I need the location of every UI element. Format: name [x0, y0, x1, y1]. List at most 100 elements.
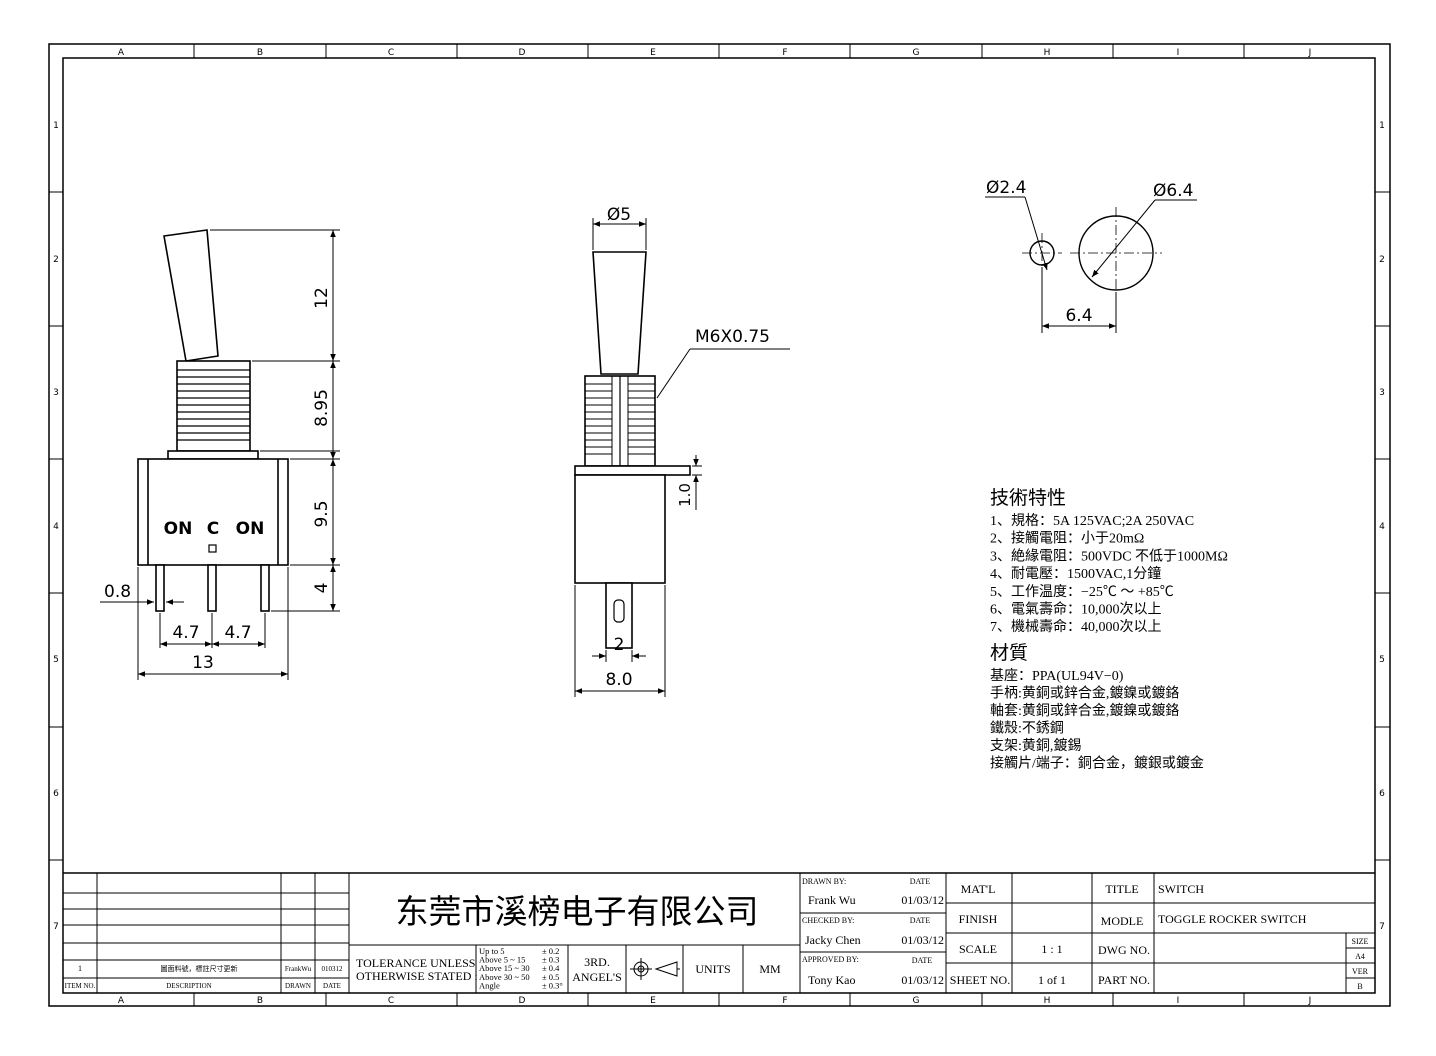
checked-by-label: CHECKED BY: — [802, 916, 854, 925]
drawn-by-label: DRAWN BY: — [802, 877, 846, 886]
specs-block: 技術特性 1、規格：5A 125VAC;2A 250VAC2、接觸電阻：小于20… — [990, 487, 1228, 772]
title-value: SWITCH — [1158, 882, 1204, 896]
material-line: 軸套:黄銅或鋅合金,鍍鎳或鍍鉻 — [990, 702, 1179, 719]
size-value: A4 — [1355, 952, 1365, 961]
dim-handle-dia: Ø5 — [607, 205, 631, 225]
company-name: 东莞市溪榜电子有限公司 — [396, 892, 759, 931]
frame-col-top-E: E — [650, 48, 656, 58]
sheet-value: 1 of 1 — [1038, 973, 1066, 987]
rev-header-drawn: DRAWN — [285, 982, 311, 990]
third-angle-projection-icon — [630, 958, 680, 980]
tolerance-value: ± 0.2 — [542, 946, 559, 956]
material-line: 基座：PPA(UL94V−0) — [990, 667, 1124, 684]
tolerance-range: Above 30 ~ 50 — [479, 972, 530, 982]
tolerance-range: Above 5 ~ 15 — [479, 955, 525, 965]
rev-header-date: DATE — [323, 982, 341, 990]
front-view — [574, 251, 691, 649]
rev-date: 010312 — [322, 965, 344, 973]
rev-header-item: ITEM NO. — [65, 982, 96, 990]
tolerance-range: Up to 5 — [479, 946, 505, 956]
approved-by: Tony Kao — [808, 973, 855, 987]
dim-flange: 1.0 — [676, 483, 694, 507]
frame-row-right-2: 2 — [1379, 255, 1385, 265]
frame-row-right-4: 4 — [1379, 522, 1385, 532]
material-line: 接觸片/端子：銅合金，鍍銀或鍍金 — [990, 755, 1204, 772]
rev-drawn: FrankWu — [285, 965, 312, 973]
side-view-markings: ON C ON — [164, 519, 265, 539]
dim-lever-12: 12 — [312, 287, 332, 309]
approved-date: 01/03/12 — [901, 973, 944, 987]
panel-cutout-labels: Ø2.4 Ø6.4 6.4 — [986, 178, 1193, 326]
spec-line: 3、絶緣電阻：500VDC 不低于1000MΩ — [990, 548, 1228, 564]
specs-heading: 技術特性 — [990, 487, 1066, 509]
frame-col-bottom-H: H — [1044, 996, 1051, 1006]
drawn-by: Frank Wu — [808, 893, 856, 907]
spec-line: 2、接觸電阻：小于20mΩ — [990, 530, 1144, 547]
side-view-dim-labels: 12 8.95 9.5 4 0.8 4.7 4.7 13 — [104, 287, 332, 673]
front-view-dimensions — [574, 218, 790, 697]
dwg-label: DWG NO. — [1098, 943, 1150, 957]
marking-on-left: ON — [164, 519, 193, 539]
frame-col-top-J: J — [1308, 48, 1312, 58]
approved-by-label: APPROVED BY: — [802, 955, 859, 964]
frame-col-top-G: G — [913, 48, 920, 58]
dim-terminal-2: 2 — [614, 635, 625, 655]
dim-total-13: 13 — [192, 653, 214, 673]
frame-col-bottom-C: C — [388, 996, 394, 1006]
scale-label: SCALE — [959, 942, 997, 956]
frame-col-bottom-D: D — [519, 996, 526, 1006]
scale-value: 1 : 1 — [1041, 942, 1062, 956]
dim-body-9-5: 9.5 — [312, 500, 332, 527]
frame-row-left-4: 4 — [53, 522, 59, 532]
spec-line: 6、電氣壽命：10,000次以上 — [990, 601, 1162, 618]
frame-row-left-6: 6 — [53, 789, 59, 799]
frame-row-left-5: 5 — [53, 655, 59, 665]
dim-thread: M6X0.75 — [695, 327, 770, 347]
finish-label: FINISH — [959, 912, 998, 926]
dim-large-hole: Ø6.4 — [1153, 181, 1193, 201]
frame-col-bottom-E: E — [650, 996, 656, 1006]
rev-description: 圖面料號，標註尺寸更新 — [161, 964, 238, 973]
part-label: PART NO. — [1098, 973, 1150, 987]
model-label: MODLE — [1101, 914, 1144, 928]
spec-line: 1、規格：5A 125VAC;2A 250VAC — [990, 513, 1194, 529]
date-label-1: DATE — [910, 877, 931, 886]
units-label: UNITS — [695, 962, 730, 976]
dim-hole-spacing: 6.4 — [1065, 306, 1092, 326]
frame-row-right-7: 7 — [1379, 922, 1385, 932]
spec-line: 7、機械壽命：40,000次以上 — [990, 618, 1162, 635]
dim-pitch-left: 4.7 — [172, 623, 199, 643]
model-value: TOGGLE ROCKER SWITCH — [1158, 912, 1307, 926]
frame-row-left-2: 2 — [53, 255, 59, 265]
panel-cutout-dimensions — [985, 196, 1197, 333]
frame-col-bottom-I: I — [1177, 996, 1180, 1006]
rev-header-description: DESCRIPTION — [166, 982, 212, 990]
checked-date: 01/03/12 — [901, 933, 944, 947]
dim-pin-0-8: 0.8 — [104, 582, 131, 602]
frame-col-bottom-J: J — [1308, 996, 1312, 1006]
ver-label: VER — [1352, 967, 1369, 976]
date-label-3: DATE — [912, 956, 933, 965]
front-view-dim-labels: Ø5 M6X0.75 1.0 2 8.0 — [605, 205, 770, 690]
tolerance-value: ± 0.3 — [542, 955, 559, 965]
frame-row-left-7: 7 — [53, 922, 59, 932]
title-block-lines — [63, 873, 1375, 993]
tolerance-range: Angle — [479, 980, 500, 990]
tolerance-value: ± 0.3° — [542, 980, 563, 990]
drawn-date: 01/03/12 — [901, 893, 944, 907]
ver-value: B — [1357, 982, 1362, 991]
tolerance-value: ± 0.4 — [542, 963, 560, 973]
frame-row-right-3: 3 — [1379, 388, 1385, 398]
frame-row-left-1: 1 — [53, 121, 59, 131]
materials-heading: 材質 — [990, 642, 1028, 664]
title-block-text: 东莞市溪榜电子有限公司 1 圖面料號，標註尺寸更新 FrankWu 010312… — [65, 877, 1369, 991]
projection-1: 3RD. — [584, 955, 610, 969]
frame-row-right-6: 6 — [1379, 789, 1385, 799]
title-label: TITLE — [1105, 882, 1138, 896]
size-label: SIZE — [1352, 937, 1369, 946]
frame-col-top-C: C — [388, 48, 394, 58]
marking-center: C — [207, 519, 219, 539]
tolerance-label-1: TOLERANCE UNLESS — [356, 956, 475, 970]
